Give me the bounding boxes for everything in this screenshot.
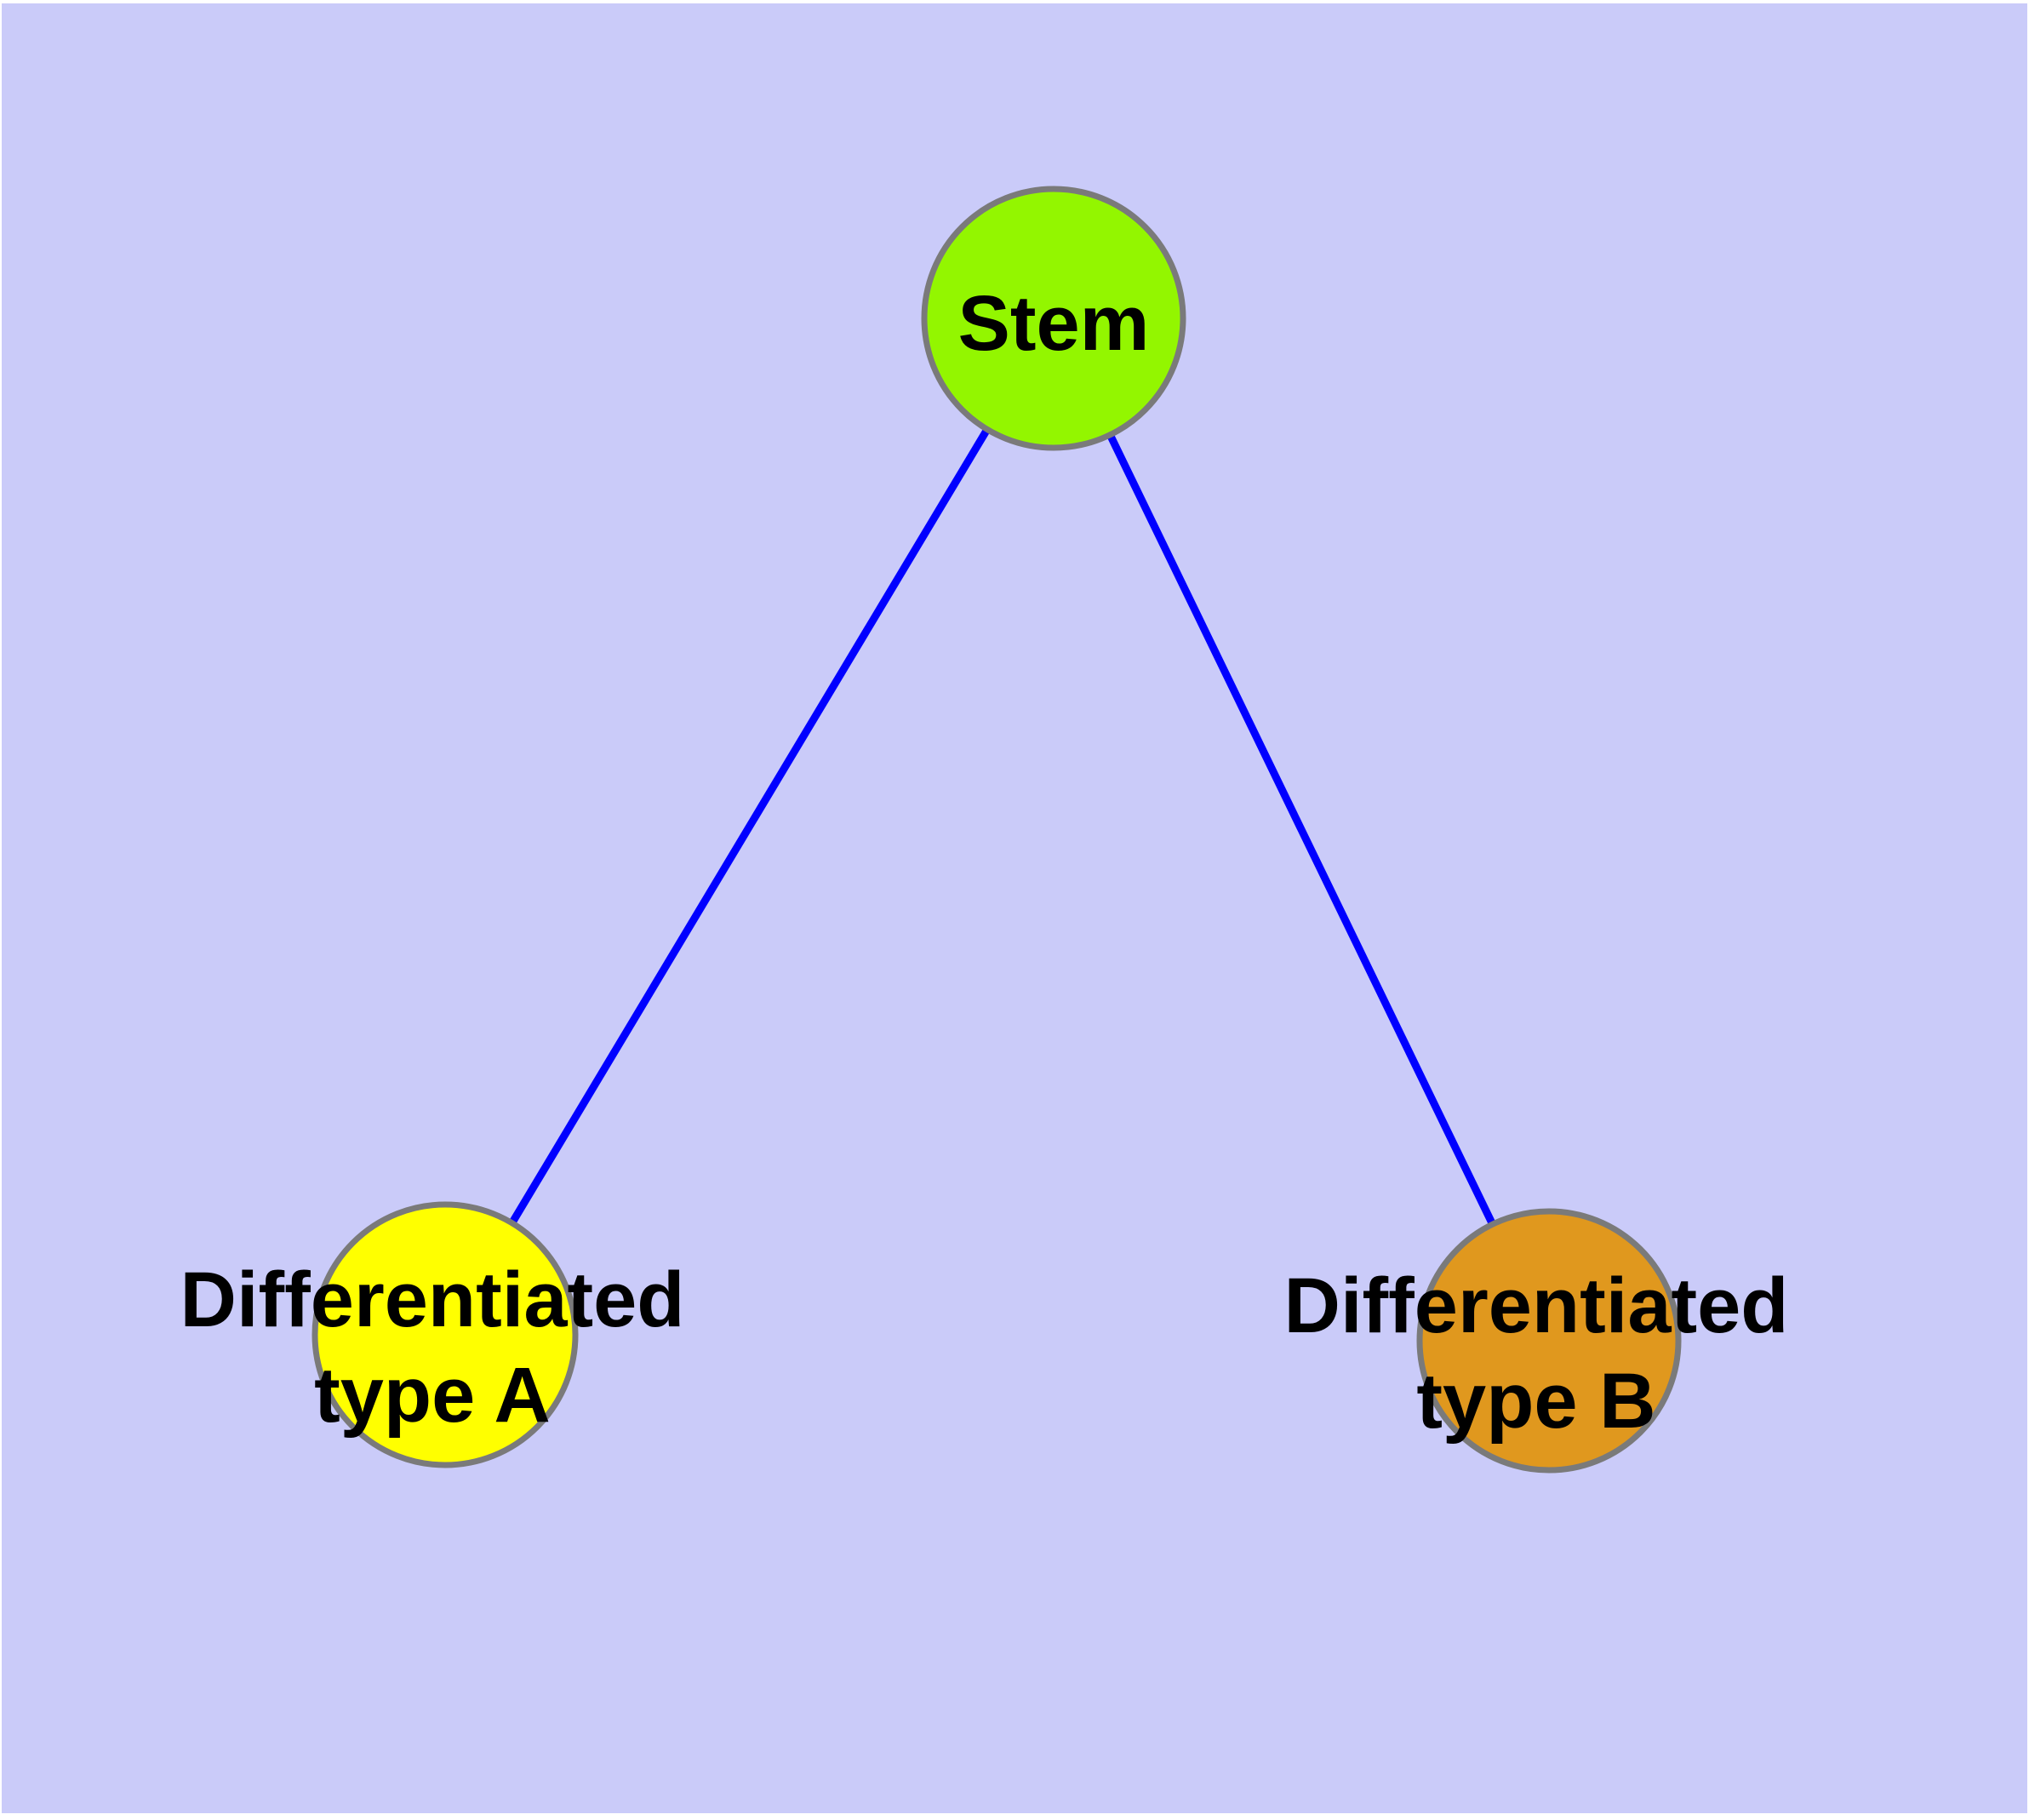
type-a-node-label-line2: type A (314, 1352, 551, 1439)
stem-node-label: Stem (958, 280, 1150, 367)
type-b-node (1416, 1208, 1682, 1474)
type-a-node-label-line1: Differentiated (180, 1256, 685, 1343)
type-b-node-label-line2: type B (1416, 1358, 1655, 1445)
edge-stem-to-type-b (1049, 317, 1553, 1342)
edge-stem-to-type-a (442, 316, 1057, 1337)
stem-node (921, 186, 1186, 451)
type-a-node (311, 1201, 579, 1468)
type-b-node-label-line1: Differentiated (1284, 1262, 1789, 1349)
